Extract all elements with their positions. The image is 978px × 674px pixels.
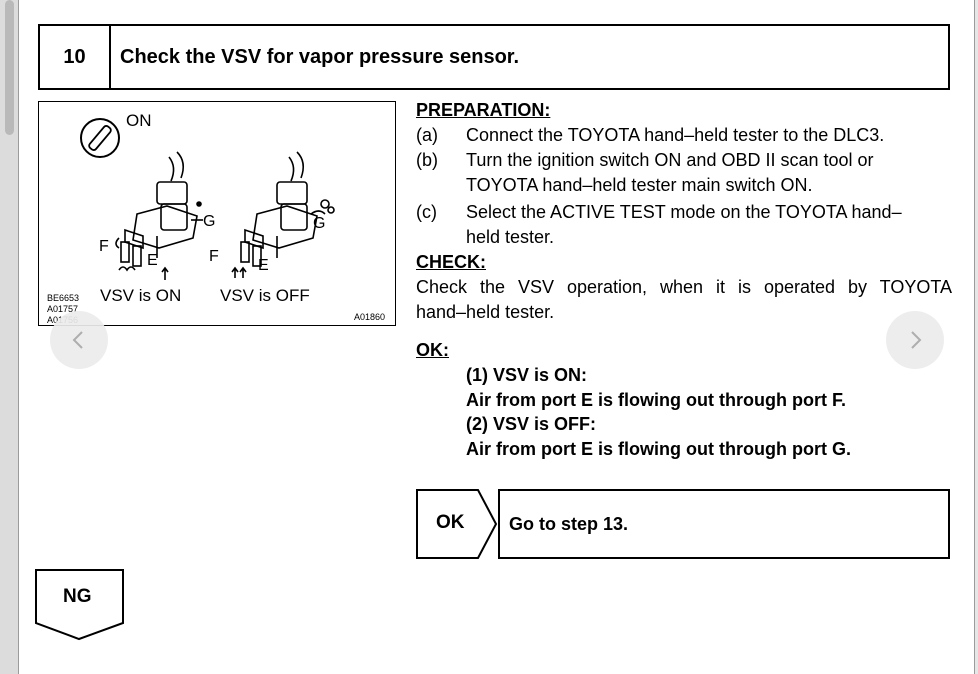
figure-code: A01860 xyxy=(354,312,386,322)
ignition-key-icon xyxy=(80,118,120,158)
port-g-label-right: G xyxy=(313,215,326,232)
ok-flow: OK Go to step 13. xyxy=(416,489,950,559)
prev-page-button[interactable] xyxy=(50,311,108,369)
ok-arrow-box xyxy=(416,489,498,559)
ok-criteria: (2) VSV is OFF: xyxy=(466,414,597,434)
ok-label: OK xyxy=(436,512,465,533)
step-title: Check the VSV for vapor pressure sensor. xyxy=(120,45,520,68)
scrollbar-thumb[interactable] xyxy=(5,0,14,135)
prep-item-label: (c) xyxy=(416,202,437,222)
prep-item-text: Connect the TOYOTA hand–held tester to t… xyxy=(466,125,885,145)
port-f-label-right: F xyxy=(209,248,219,265)
next-page-button[interactable] xyxy=(886,311,944,369)
prep-item-label: (a) xyxy=(416,125,438,145)
ok-criteria: (1) VSV is ON: xyxy=(466,365,588,385)
port-e-label-left: E xyxy=(147,252,158,269)
step-header: 10 Check the VSV for vapor pressure sens… xyxy=(38,24,950,90)
viewer-left-rail xyxy=(0,0,18,674)
check-heading: CHECK: xyxy=(416,252,486,272)
port-e-label-right: E xyxy=(258,257,269,274)
ref-code: A01757 xyxy=(47,304,79,314)
vsv-on-caption: VSV is ON xyxy=(100,286,182,305)
document-page xyxy=(18,0,975,674)
vsv-illustration xyxy=(80,118,335,280)
vsv-off-drawing xyxy=(161,151,335,280)
check-text: hand–held tester. xyxy=(416,302,555,322)
vsv-figure: ON F E G F E G VSV is ON VSV is OFF BE66… xyxy=(38,101,396,326)
ng-arrow-box xyxy=(35,569,124,641)
ok-target-box: Go to step 13. xyxy=(498,489,950,559)
port-f-label-left: F xyxy=(99,238,109,255)
ref-code: BE6653 xyxy=(47,293,80,303)
ng-label: NG xyxy=(63,586,92,607)
ok-criteria: Air from port E is flowing out through p… xyxy=(466,439,851,459)
ok-criteria: Air from port E is flowing out through p… xyxy=(466,390,846,410)
prep-item-text: Select the ACTIVE TEST mode on the TOYOT… xyxy=(466,202,902,222)
vsv-on-drawing xyxy=(115,151,203,272)
chevron-right-icon xyxy=(911,331,922,349)
chevron-left-icon xyxy=(72,331,83,349)
prep-item-text: held tester. xyxy=(466,227,555,247)
port-g-label-left: G xyxy=(203,213,216,230)
on-label: ON xyxy=(126,111,152,130)
prep-item-text: TOYOTA hand–held tester main switch ON. xyxy=(466,175,813,195)
prep-item-label: (b) xyxy=(416,150,438,170)
preparation-heading: PREPARATION: xyxy=(416,100,551,120)
prep-item-text: Turn the ignition switch ON and OBD II s… xyxy=(466,150,874,170)
ok-heading: OK: xyxy=(416,340,449,360)
check-text: Check the VSV operation, when it is oper… xyxy=(416,277,952,297)
step-number: 10 xyxy=(40,26,111,88)
vsv-off-caption: VSV is OFF xyxy=(220,286,310,305)
